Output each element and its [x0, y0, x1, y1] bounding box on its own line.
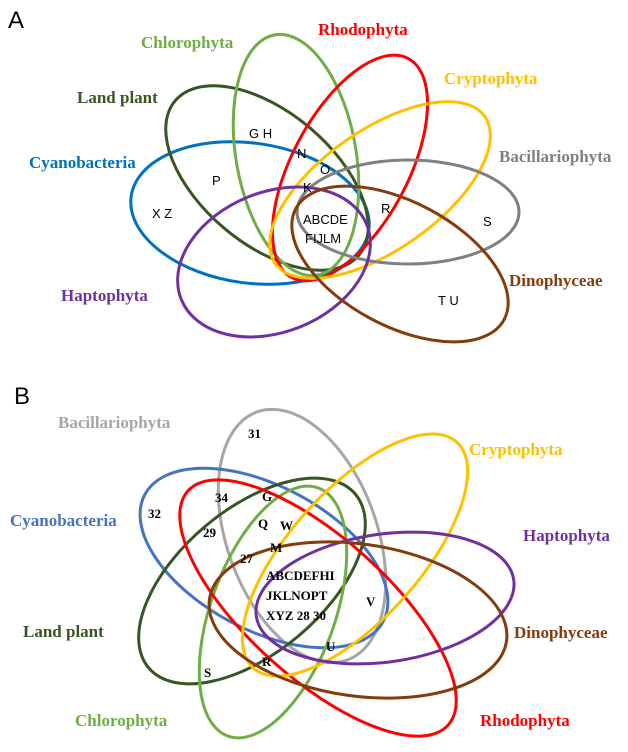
- set-b-chlorophyta: [197, 484, 349, 740]
- region-a-gh: G H: [249, 126, 272, 141]
- region-b-g: G: [262, 489, 272, 504]
- label-b-cyanobacteria: Cyanobacteria: [10, 511, 117, 530]
- region-b-q: Q: [258, 516, 268, 531]
- set-b-haptophyta: [254, 530, 516, 666]
- label-b-bacillariophyta: Bacillariophyta: [58, 413, 171, 432]
- region-a-k: K: [303, 180, 312, 195]
- region-a-r: R: [381, 201, 390, 216]
- region-a-tu: T U: [438, 293, 459, 308]
- region-b-34: 34: [215, 490, 229, 505]
- label-a-cryptophyta: Cryptophyta: [444, 69, 538, 88]
- region-b-31: 31: [248, 426, 261, 441]
- label-b-cryptophyta: Cryptophyta: [469, 440, 563, 459]
- label-a-dinophyceae: Dinophyceae: [509, 271, 603, 290]
- label-b-haptophyta: Haptophyta: [523, 526, 610, 545]
- set-b-cyanobacteria: [138, 466, 390, 650]
- region-a-core-line1: ABCDE: [303, 212, 348, 227]
- label-a-rhodophyta: Rhodophyta: [318, 20, 408, 39]
- region-b-s: S: [204, 665, 211, 680]
- region-b-core-line2: JKLNOPT: [266, 588, 328, 603]
- set-a-cryptophyta: [268, 100, 492, 280]
- region-a-p: P: [212, 173, 221, 188]
- panel-b: B Bacillariophyta Cryptophyta Cyanobacte…: [10, 383, 610, 740]
- region-a-n: N: [297, 146, 306, 161]
- label-a-bacillariophyta: Bacillariophyta: [499, 147, 612, 166]
- set-a-dinophyceae: [290, 184, 510, 344]
- label-a-chlorophyta: Chlorophyta: [141, 33, 234, 52]
- region-b-29: 29: [203, 525, 217, 540]
- set-a-haptophyta: [176, 185, 372, 339]
- region-b-r: R: [262, 654, 272, 669]
- region-b-32: 32: [148, 506, 161, 521]
- label-b-chlorophyta: Chlorophyta: [75, 711, 168, 730]
- set-b-dinophyceae: [207, 540, 509, 700]
- region-a-s: S: [483, 214, 492, 229]
- region-b-v: V: [366, 594, 376, 609]
- label-a-haptophyta: Haptophyta: [61, 286, 148, 305]
- region-b-core-line3: XYZ 28 30: [266, 608, 326, 623]
- region-b-27: 27: [240, 551, 254, 566]
- set-b-bacillariophyta: [216, 407, 388, 665]
- panel-a-letter: A: [8, 7, 24, 34]
- set-a-bacillariophyta: [295, 158, 521, 266]
- region-a-xz: X Z: [152, 206, 172, 221]
- label-a-land-plant: Land plant: [77, 88, 158, 107]
- label-a-cyanobacteria: Cyanobacteria: [29, 153, 136, 172]
- region-b-core-line1: ABCDEFHI: [266, 568, 335, 583]
- label-b-land-plant: Land plant: [23, 622, 104, 641]
- region-b-u: U: [326, 639, 336, 654]
- region-b-w: W: [280, 518, 293, 533]
- region-b-m: M: [270, 540, 282, 555]
- label-b-dinophyceae: Dinophyceae: [514, 623, 608, 642]
- region-a-o: O: [320, 162, 330, 177]
- panel-b-letter: B: [14, 383, 30, 410]
- set-b-land-plant: [137, 476, 367, 686]
- label-b-rhodophyta: Rhodophyta: [480, 711, 570, 730]
- set-a-chlorophyta: [231, 32, 361, 278]
- panel-a: A Chlorophyta Rhodophyta Cryptophyta Lan…: [8, 7, 612, 344]
- set-b-cryptophyta: [240, 432, 470, 678]
- set-a-land-plant: [164, 84, 370, 272]
- region-a-core-line2: FIJLM: [305, 231, 341, 246]
- set-b-rhodophyta: [178, 478, 458, 738]
